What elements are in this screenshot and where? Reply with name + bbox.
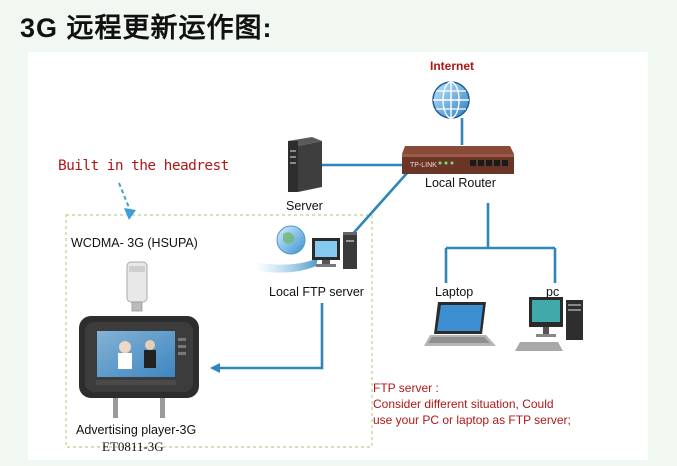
link-ftp-to-player [210,303,324,373]
model-label: ET0811-3G [102,439,164,454]
server-label: Server [286,199,323,213]
headrest-note: Built in the headrest [58,158,229,174]
ftp-note-line-2: Consider different situation, Could [373,397,554,411]
usb-3g-modem-icon [126,261,148,312]
ftp-server-label: Local FTP server [269,285,364,299]
pc-label: pc [546,285,560,299]
ftp-note-line-3: use your PC or laptop as FTP server; [373,413,571,427]
router-icon: TP-LINK [402,146,514,174]
laptop-icon [424,302,496,346]
router-brand: TP-LINK [410,162,437,169]
internet-globe-icon [432,81,470,119]
wcdma-label: WCDMA- 3G (HSUPA) [71,236,198,250]
headrest-player-icon [79,316,199,418]
link-router-ftp [349,171,409,238]
laptop-label: Laptop [435,285,474,299]
headrest-system-boundary [65,214,373,448]
desktop-pc-icon [515,297,583,351]
ftp-server-icon [255,225,357,273]
router-label: Local Router [425,176,496,190]
server-icon [288,137,322,192]
ftp-note-line-1: FTP server : [373,381,439,395]
headrest-pointer [118,182,136,220]
internet-label: Internet [430,59,475,73]
player-label: Advertising player-3G [76,423,197,437]
network-links [210,118,557,373]
page-title: 3G 远程更新运作图: [20,13,273,43]
